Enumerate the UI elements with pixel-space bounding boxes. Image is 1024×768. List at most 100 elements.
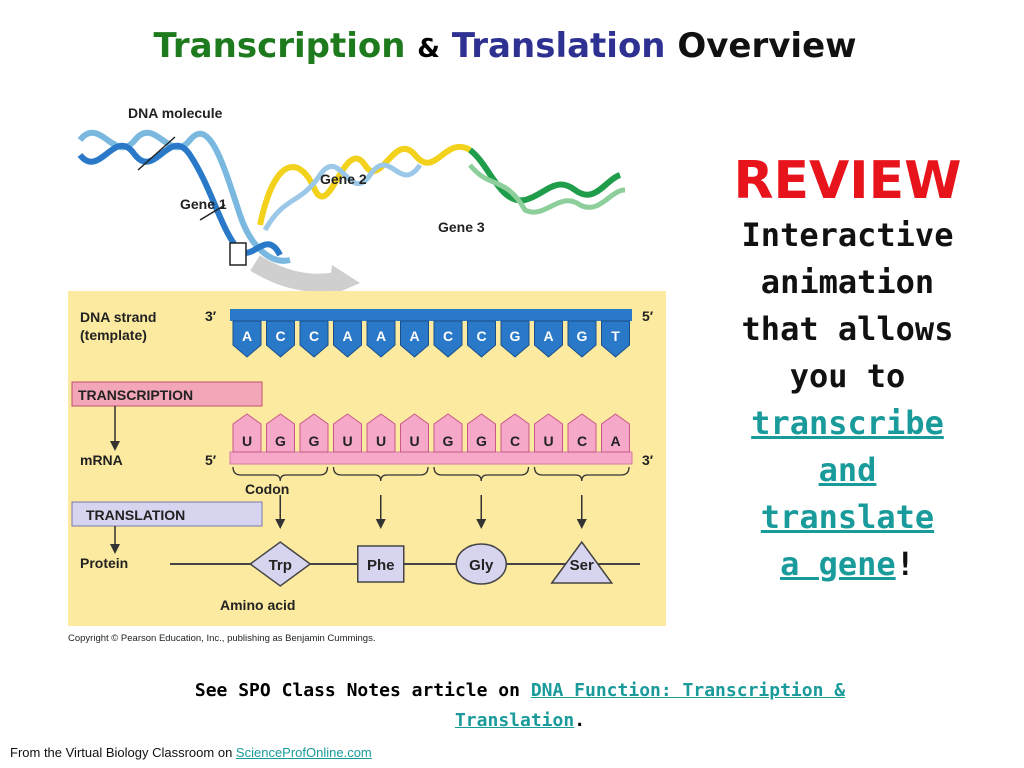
dna-base-letter: C: [476, 328, 486, 344]
mrna-base-letter: U: [409, 433, 419, 449]
dna-strand-label: DNA strand: [80, 309, 157, 325]
dna-base-letter: G: [577, 328, 588, 344]
mrna-base: [601, 413, 630, 453]
codon-bracket: [433, 466, 530, 482]
mrna-base-letter: U: [543, 433, 553, 449]
dna-base: [601, 320, 630, 358]
dna-base: [400, 320, 429, 358]
gene3-label: Gene 3: [438, 219, 485, 235]
transcription-translation-diagram: DNA molecule Gene 1 Gene 2 Gene 3 DNA st…: [68, 105, 666, 644]
mrna-base: [433, 413, 463, 453]
amino-acid-name: Gly: [469, 557, 494, 574]
review-line-1: Interactive: [741, 216, 954, 254]
codon-brackets: [232, 466, 630, 482]
mrna-base: [500, 413, 530, 453]
mrna-base-letter: U: [376, 433, 386, 449]
gene2-label: Gene 2: [320, 171, 367, 187]
dna-base: [299, 320, 329, 358]
mrna-base: [333, 413, 362, 453]
dna-base-letter: A: [342, 328, 352, 344]
mrna-five-prime: 5′: [205, 452, 217, 468]
title-overview: Overview: [677, 26, 857, 66]
dna-base-letter: A: [376, 328, 386, 344]
dna-backbone: [230, 309, 632, 321]
amino-acid-shape: [357, 545, 405, 583]
dna-molecule-illustration: [77, 129, 626, 297]
mrna-base: [534, 413, 563, 453]
gene1-label: Gene 1: [180, 196, 227, 212]
review-link-translate[interactable]: translate: [760, 498, 935, 536]
dna-base-letter: A: [543, 328, 553, 344]
dna-base-letter: A: [242, 328, 252, 344]
review-panel: REVIEW Interactive animation that allows…: [725, 150, 970, 588]
dna-base-letter: C: [275, 328, 285, 344]
mrna-base: [400, 413, 429, 453]
codon-bracket: [332, 466, 429, 482]
review-line-2: animation: [760, 263, 935, 301]
see-also-link-part1[interactable]: DNA Function: Transcription &: [530, 680, 846, 701]
footer-text: From the Virtual Biology Classroom on: [10, 745, 233, 760]
amino-acid-shape: [455, 543, 507, 585]
dna-base: [567, 320, 597, 358]
mrna-base-letter: U: [242, 433, 252, 449]
mrna-label: mRNA: [80, 452, 123, 468]
title-transcription: Transcription: [153, 26, 406, 66]
review-link-a-gene[interactable]: a gene: [780, 545, 896, 583]
mrna-base: [366, 413, 396, 453]
mrna-base: [299, 413, 329, 453]
mrna-base-letter: U: [342, 433, 352, 449]
codon-bracket: [232, 466, 329, 482]
amino-acid-name: Trp: [269, 557, 292, 574]
mrna-backbone: [229, 451, 633, 465]
translation-label: TRANSLATION: [86, 507, 185, 523]
mrna-base: [567, 413, 597, 453]
mrna-base-letter: C: [577, 433, 587, 449]
review-exclamation: !: [895, 545, 915, 583]
codon-bracket: [533, 466, 630, 482]
mrna-base-letter: C: [510, 433, 520, 449]
protein-label: Protein: [80, 555, 128, 571]
dna-base-letter: C: [309, 328, 319, 344]
see-also-prefix: See SPO Class Notes article on: [194, 680, 520, 701]
review-link-and[interactable]: and: [818, 451, 877, 489]
dna-base: [333, 320, 362, 358]
dna-base: [433, 320, 463, 358]
dna-base: [500, 320, 530, 358]
transcription-box: [71, 381, 263, 407]
dna-base: [232, 320, 262, 358]
dna-base-letter: C: [443, 328, 453, 344]
mrna-base-letter: G: [309, 433, 320, 449]
mrna-three-prime: 3′: [642, 452, 654, 468]
mrna-base-letter: G: [476, 433, 487, 449]
mrna-base-letter: G: [443, 433, 454, 449]
dna-strand-template-label: (template): [80, 327, 147, 343]
amino-acid-name: Ser: [570, 557, 594, 574]
dna-three-prime: 3′: [205, 308, 217, 324]
footer: From the Virtual Biology Classroom on Sc…: [10, 745, 372, 760]
dna-base: [534, 320, 563, 358]
mrna-base-letter: G: [275, 433, 286, 449]
title-ampersand: &: [417, 34, 440, 64]
amino-acid-shape: [248, 541, 312, 587]
translation-box: [71, 501, 263, 527]
review-heading: REVIEW: [733, 151, 962, 211]
review-link-transcribe[interactable]: transcribe: [751, 404, 944, 442]
see-also-note: See SPO Class Notes article on DNA Funct…: [140, 676, 900, 736]
dna-base: [467, 320, 496, 358]
codon-label: Codon: [245, 481, 289, 497]
see-also-link-part2[interactable]: Translation: [454, 710, 575, 731]
transcription-label: TRANSCRIPTION: [78, 387, 193, 403]
review-line-4: you to: [789, 357, 906, 395]
amino-acid-row: Trp Phe Gly Ser: [248, 495, 614, 587]
title-translation: Translation: [451, 26, 666, 66]
mrna-base: [266, 413, 295, 453]
amino-acid-label: Amino acid: [220, 597, 295, 613]
copyright-text: Copyright © Pearson Education, Inc., pub…: [68, 633, 375, 644]
dna-base: [366, 320, 396, 358]
amino-acid-name: Phe: [367, 557, 395, 574]
footer-link[interactable]: ScienceProfOnline.com: [235, 745, 372, 760]
amino-acid-shape: [550, 540, 614, 584]
mrna-base: [467, 413, 496, 453]
